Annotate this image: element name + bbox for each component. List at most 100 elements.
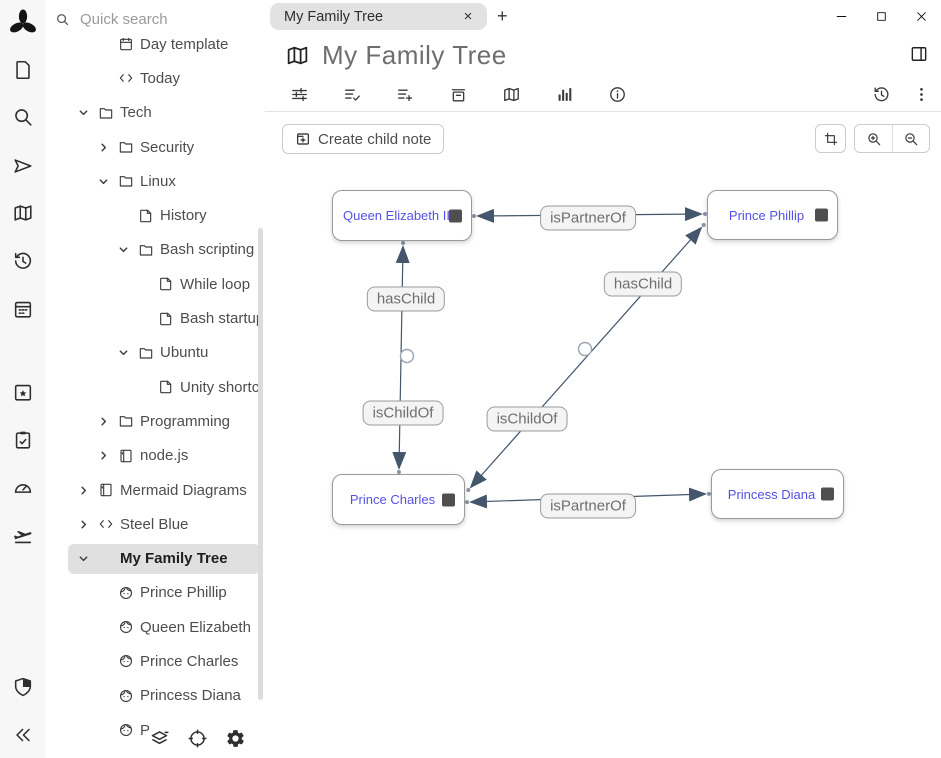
inherited-attributes-icon[interactable] <box>392 82 418 108</box>
info-icon[interactable] <box>604 82 630 108</box>
shield-icon[interactable] <box>10 674 36 700</box>
tree-item-ubuntu[interactable]: Ubuntu <box>45 336 265 370</box>
jump-to-note-icon[interactable] <box>10 153 36 179</box>
search-icon[interactable] <box>10 104 36 130</box>
relation-map-icon[interactable] <box>498 82 524 108</box>
quick-search[interactable] <box>45 0 265 38</box>
tree-item-princess-diana[interactable]: Princess Diana <box>45 679 265 713</box>
more-menu-icon[interactable] <box>908 82 934 108</box>
relation-map-canvas[interactable]: isPartnerOf hasChild hasChild isChildOf isCh… <box>265 112 941 758</box>
tree-item-history[interactable]: History <box>45 198 265 232</box>
calendar-icon[interactable] <box>10 296 36 322</box>
edge-midpoint-handle[interactable] <box>577 341 593 357</box>
tree-item-prince-charles[interactable]: Prince Charles <box>45 644 265 678</box>
create-child-note-button[interactable]: Create child note <box>282 124 445 154</box>
tree-item-unity-shortc[interactable]: Unity shortc <box>45 370 265 404</box>
file-properties-icon[interactable] <box>445 82 471 108</box>
reset-pan-button[interactable] <box>815 124 846 153</box>
target-icon[interactable] <box>185 726 209 750</box>
note-info-icon[interactable] <box>551 82 577 108</box>
note-link[interactable]: Queen Elizabeth II <box>343 208 450 223</box>
edge-label-haschild[interactable]: hasChild <box>366 286 446 312</box>
edge-midpoint-handle[interactable] <box>399 348 415 364</box>
chevron-down-icon[interactable] <box>118 346 138 360</box>
chevron-right-icon[interactable] <box>78 517 98 531</box>
revisions-icon[interactable] <box>868 82 894 108</box>
tree-item-while-loop[interactable]: While loop <box>45 267 265 301</box>
tree-item-queen-elizabeth[interactable]: Queen Elizabeth <box>45 610 265 644</box>
settings-icon[interactable] <box>223 726 247 750</box>
dashboard-icon[interactable] <box>10 475 36 501</box>
note-title: My Family Tree <box>322 40 507 70</box>
travel-icon[interactable] <box>10 523 36 549</box>
chevron-down-icon[interactable] <box>78 106 98 120</box>
edge-label-haschild[interactable]: hasChild <box>603 271 683 297</box>
collapse-sidebar-icon[interactable] <box>10 722 36 748</box>
note-link[interactable]: Prince Phillip <box>728 207 805 223</box>
tree-item-label: P <box>140 721 151 739</box>
layers-icon[interactable] <box>147 726 171 750</box>
edge-label-ischildof[interactable]: isChildOf <box>362 400 444 426</box>
tree-item-steel-blue[interactable]: Steel Blue <box>45 507 265 541</box>
tree-item-my-family-tree[interactable]: My Family Tree <box>45 541 265 575</box>
chevron-right-icon[interactable] <box>78 483 98 497</box>
note-link[interactable]: Prince Charles <box>349 492 436 507</box>
minimize-button[interactable] <box>821 0 861 33</box>
note-link[interactable]: Princess Diana <box>727 486 816 502</box>
recent-changes-icon[interactable] <box>10 248 36 274</box>
node-resize-handle[interactable] <box>821 487 834 501</box>
tree-spacer <box>98 38 118 51</box>
tree-item-bash-scripting[interactable]: Bash scripting <box>45 233 265 267</box>
person-icon <box>118 619 140 635</box>
ribbon-toolbar <box>265 78 941 112</box>
chevron-down-icon[interactable] <box>98 174 118 188</box>
close-button[interactable] <box>901 0 941 33</box>
map-node-prince-charles[interactable]: Prince Charles <box>332 474 465 525</box>
relation-edge-prince-phillip-prince-charles[interactable] <box>469 226 703 489</box>
tree-item-today[interactable]: Today <box>45 61 265 95</box>
tree-item-day-template[interactable]: Day template <box>45 38 265 61</box>
tree-item-programming[interactable]: Programming <box>45 404 265 438</box>
chevron-down-icon[interactable] <box>118 243 138 257</box>
tree-item-bash-startup[interactable]: Bash startup <box>45 301 265 335</box>
edge-label-ischildof[interactable]: isChildOf <box>486 406 568 432</box>
map-node-princess-diana[interactable]: Princess Diana <box>711 469 844 519</box>
tree-item-tech[interactable]: Tech <box>45 96 265 130</box>
folder-icon <box>138 242 160 258</box>
node-resize-handle[interactable] <box>442 493 455 506</box>
map-node-queen-elizabeth-ii[interactable]: Queen Elizabeth II <box>332 190 472 241</box>
map-icon[interactable] <box>10 200 36 226</box>
edge-endpoint <box>465 500 470 505</box>
node-resize-handle[interactable] <box>449 209 462 222</box>
chevron-right-icon[interactable] <box>98 449 118 463</box>
reset-pan-icon[interactable] <box>816 125 845 152</box>
node-resize-handle[interactable] <box>815 208 828 222</box>
chevron-down-icon[interactable] <box>78 552 98 566</box>
tab-close-icon[interactable]: × <box>463 8 473 25</box>
basic-properties-icon[interactable] <box>286 82 312 108</box>
maximize-button[interactable] <box>861 0 901 33</box>
edge-endpoint <box>472 214 477 219</box>
tree-item-node-js[interactable]: node.js <box>45 439 265 473</box>
tree-item-p[interactable]: P <box>45 713 265 747</box>
zoom-out-icon[interactable] <box>892 125 929 152</box>
task-list-icon[interactable] <box>10 427 36 453</box>
today-calendar-icon[interactable] <box>10 379 36 405</box>
quick-search-input[interactable] <box>80 10 230 28</box>
edge-label-ispartnerof[interactable]: isPartnerOf <box>540 205 636 231</box>
tree-item-security[interactable]: Security <box>45 130 265 164</box>
tab-my-family-tree[interactable]: My Family Tree × <box>270 3 487 30</box>
map-node-prince-phillip[interactable]: Prince Phillip <box>707 190 838 240</box>
edge-label-ispartnerof[interactable]: isPartnerOf <box>540 493 636 519</box>
new-tab-button[interactable]: + <box>497 6 508 26</box>
tree-item-mermaid-diagrams[interactable]: Mermaid Diagrams <box>45 473 265 507</box>
tree-item-prince-phillip[interactable]: Prince Phillip <box>45 576 265 610</box>
tree-item-linux[interactable]: Linux <box>45 164 265 198</box>
zoom-in-icon[interactable] <box>855 125 892 152</box>
new-note-icon[interactable] <box>10 57 36 83</box>
tree-scrollbar[interactable] <box>258 228 263 700</box>
right-pane-toggle-icon[interactable] <box>909 44 929 69</box>
chevron-right-icon[interactable] <box>98 414 118 428</box>
owned-attributes-icon[interactable] <box>339 82 365 108</box>
chevron-right-icon[interactable] <box>98 140 118 154</box>
